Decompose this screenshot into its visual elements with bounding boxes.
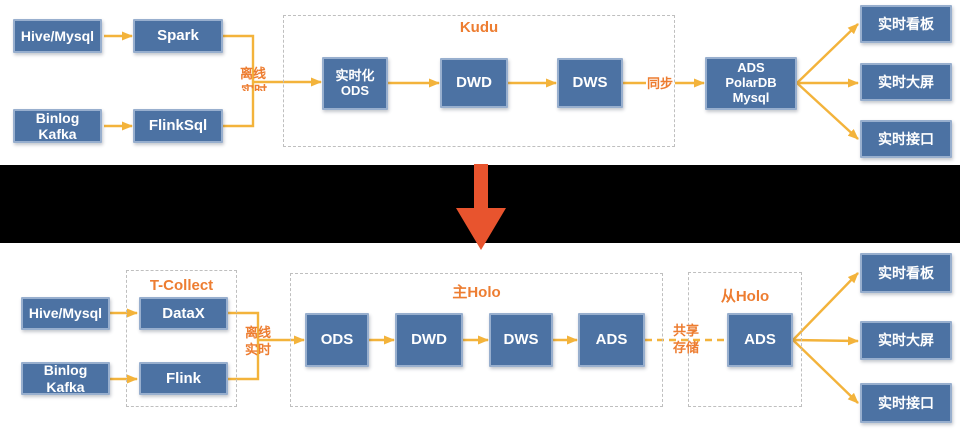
node-datax: DataX: [139, 297, 228, 330]
node-flink: Flink: [139, 362, 228, 395]
node-output-api-top: 实时接口: [860, 120, 952, 158]
node-flinksql: FlinkSql: [133, 109, 223, 143]
tcollect-group-title: T-Collect: [149, 277, 214, 294]
node-ads-main: ADS: [578, 313, 645, 367]
main-holo-group: 主Holo: [290, 273, 663, 407]
node-dws-bottom: DWS: [489, 313, 553, 367]
offline-realtime-label: 离线 实时: [244, 325, 271, 357]
node-output-bigscreen-bottom: 实时大屏: [860, 321, 952, 360]
node-ods-bottom: ODS: [305, 313, 369, 367]
realtime-label-clipped-top: 实时: [237, 84, 271, 91]
node-output-kanban-top: 实时看板: [860, 5, 952, 43]
tcollect-group: T-Collect: [126, 270, 237, 407]
replica-holo-group-title: 从Holo: [720, 288, 770, 305]
node-output-bigscreen-top: 实时大屏: [860, 63, 952, 101]
shared-storage-label: 共享 存储: [672, 323, 699, 355]
node-output-kanban-bottom: 实时看板: [860, 253, 952, 293]
down-arrow-icon: [456, 164, 506, 250]
node-ads-polardb-mysql: ADS PolarDB Mysql: [705, 57, 797, 110]
node-realtime-ods: 实时化 ODS: [322, 57, 388, 110]
node-hive-mysql-bottom: Hive/Mysql: [21, 297, 110, 330]
sync-label: 同步: [646, 76, 673, 91]
offline-label-top: 离线: [239, 66, 266, 81]
node-output-api-bottom: 实时接口: [860, 383, 952, 423]
node-ads-replica: ADS: [727, 313, 793, 367]
node-dwd-top: DWD: [440, 58, 508, 108]
node-binlog-kafka-top: Binlog Kafka: [13, 109, 102, 143]
kudu-group-title: Kudu: [459, 19, 499, 36]
node-spark: Spark: [133, 19, 223, 53]
main-holo-group-title: 主Holo: [452, 284, 501, 301]
kudu-group: Kudu: [283, 15, 675, 147]
node-dws-top: DWS: [557, 58, 623, 108]
node-binlog-kafka-bottom: Binlog Kafka: [21, 362, 110, 395]
node-dwd-bottom: DWD: [395, 313, 463, 367]
node-hive-mysql-top: Hive/Mysql: [13, 19, 102, 53]
replica-holo-group: 从Holo: [688, 272, 802, 407]
